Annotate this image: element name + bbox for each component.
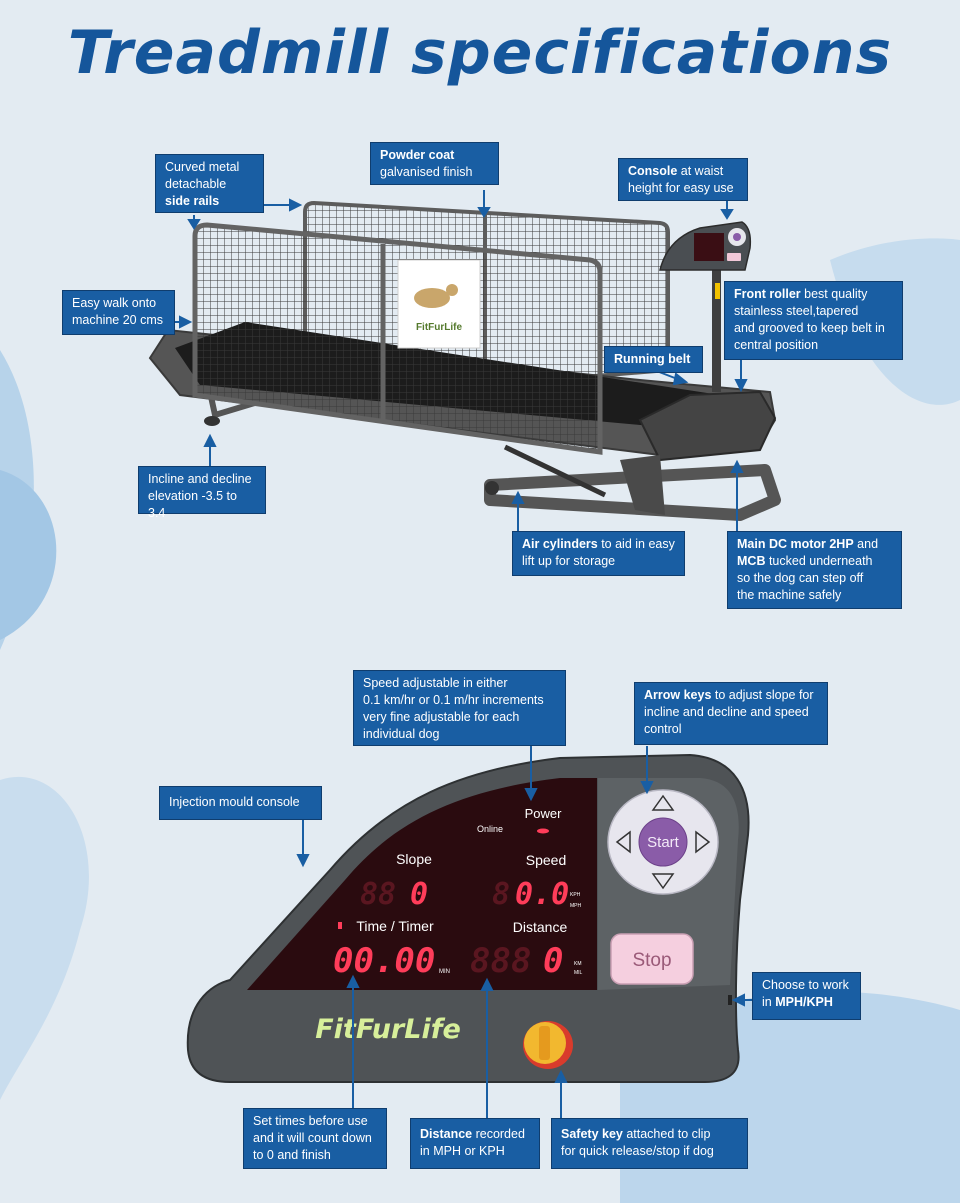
callout-arrow-keys: Arrow keys to adjust slope for incline a… (634, 682, 828, 745)
callout-running-belt: Running belt (604, 346, 703, 373)
callout-air-cylinders: Air cylinders to aid in easy lift up for… (512, 531, 685, 576)
treadmill-image: FitFurLife (148, 200, 781, 521)
stop-button[interactable] (610, 933, 694, 985)
mil-label: MIL (574, 970, 583, 976)
callout-arrows-bottom (296, 745, 752, 1118)
km-label: KM (574, 961, 582, 967)
wheel (485, 481, 499, 495)
speed-label: Speed (526, 852, 566, 868)
stop-label[interactable]: Stop (632, 950, 671, 971)
start-label[interactable]: Start (647, 834, 680, 851)
sign-brand-text: FitFurLife (416, 322, 463, 333)
callout-motor: Main DC motor 2HP and MCB tucked underne… (727, 531, 902, 609)
callout-front-roller: Front roller best quality stainless stee… (724, 281, 903, 360)
callout-console-waist: Console at waist height for easy use (618, 158, 748, 201)
svg-text:8: 8 (492, 877, 510, 912)
mph-label: MPH (570, 903, 582, 909)
slope-label: Slope (396, 851, 432, 867)
arrow-left-icon[interactable] (615, 830, 631, 854)
callout-safety-key: Safety key attached to clip for quick re… (551, 1118, 748, 1169)
callout-side-rails: Curved metal detachable side rails (155, 154, 264, 213)
time-value: 00.00 (333, 941, 435, 981)
arrow-up-icon[interactable] (651, 794, 675, 811)
callout-incline: Incline and decline elevation -3.5 to 3.… (138, 466, 266, 520)
safety-key[interactable] (523, 1021, 573, 1069)
power-label: Power (525, 806, 563, 821)
min-label: MIN (439, 969, 450, 975)
svg-text:88: 88 (360, 877, 396, 912)
arrow-keypad[interactable] (607, 789, 719, 895)
distance-value: 0 (543, 941, 563, 981)
callout-mph-kph: Choose to work in MPH/KPH (752, 972, 861, 1020)
callout-injection: Injection mould console (159, 786, 322, 820)
kph-label: KPH (570, 892, 581, 898)
time-label: Time / Timer (356, 918, 434, 934)
unit-switch[interactable] (728, 995, 732, 1005)
power-led (537, 828, 549, 834)
online-label: Online (477, 824, 503, 834)
svg-text:888: 888 (470, 941, 531, 981)
slope-value: 0 (410, 877, 428, 912)
speed-value: 0.0 (515, 877, 569, 912)
callout-powder-coat: Powder coat galvanised finish (370, 142, 499, 185)
callout-easy-walk: Easy walk onto machine 20 cms (62, 290, 175, 335)
page-title: Treadmill specifications (67, 18, 893, 88)
callout-set-times: Set times before use and it will count d… (243, 1108, 387, 1169)
distance-label: Distance (513, 919, 568, 935)
callout-distance: Distance recorded in MPH or KPH (410, 1118, 540, 1169)
display-panel (247, 778, 597, 990)
arrow-right-icon[interactable] (695, 830, 711, 854)
start-button[interactable] (638, 817, 688, 867)
callout-speed-adjust: Speed adjustable in either 0.1 km/hr or … (353, 670, 566, 746)
console-brand: FitFurLife (315, 1014, 461, 1045)
arrow-down-icon[interactable] (651, 873, 675, 890)
